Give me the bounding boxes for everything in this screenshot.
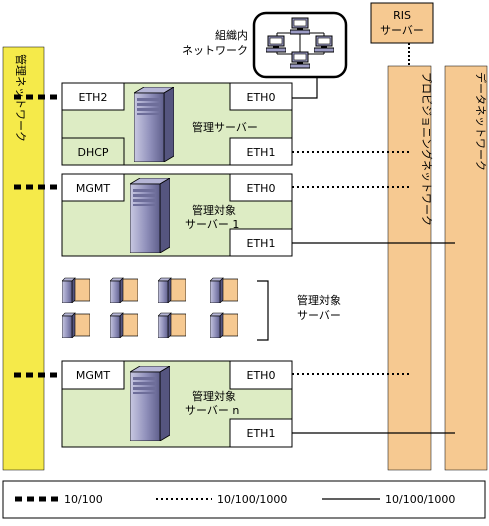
managed-n-mgmt-label: MGMT — [76, 369, 111, 382]
managed-group-label-line2: サーバー — [297, 309, 341, 322]
mgmt-eth0-label: ETH0 — [247, 91, 276, 104]
managed-n-label-line1: 管理対象 — [192, 389, 236, 403]
managed-n-tower-icon — [130, 366, 170, 441]
mgmt-eth1-label: ETH1 — [247, 146, 276, 159]
mgmt-eth2-label: ETH2 — [79, 91, 108, 104]
management-network-bar — [2, 46, 45, 471]
mgmt-eth1-port — [229, 137, 293, 166]
internal-to-eth0-link — [292, 77, 318, 99]
mgmt-server-tower-icon — [134, 87, 174, 162]
managed-n-eth0-label: ETH0 — [247, 369, 276, 382]
mgmt-dhcp-box — [61, 137, 125, 166]
managed-1-mgmt-port — [61, 173, 125, 202]
legend-solid-label: 10/100/1000 — [385, 493, 455, 506]
provisioning-network-bar — [387, 65, 432, 471]
managed-n-eth1-port — [229, 418, 293, 448]
managed-servers-bracket — [257, 280, 269, 341]
managed-n-label-line2: サーバー n — [185, 404, 239, 417]
managed-group-label-line1: 管理対象 — [297, 293, 341, 307]
managed-servers-group-icons — [62, 277, 238, 338]
internal-network-line1: 組織内 — [215, 28, 248, 42]
managed-1-eth1-port — [229, 228, 293, 257]
ris-server-line2: サーバー — [380, 24, 424, 37]
legend-thick-dashed-label: 10/100 — [64, 493, 103, 506]
ris-server-line1: RIS — [393, 9, 411, 22]
internal-network-line2: ネットワーク — [182, 44, 248, 57]
managed-n-mgmt-port — [61, 360, 125, 390]
legend-box — [2, 480, 486, 519]
mgmt-eth0-port — [229, 82, 293, 111]
managed-1-mgmt-label: MGMT — [76, 182, 111, 195]
managed-1-label-line2: サーバー 1 — [185, 218, 239, 231]
ris-server-box — [370, 2, 434, 44]
mgmt-dhcp-label: DHCP — [77, 146, 108, 159]
managed-n-eth0-port — [229, 360, 293, 390]
managed-1-eth0-port — [229, 173, 293, 202]
provisioning-network-label: プロビジョニングネットワーク — [420, 72, 434, 226]
data-network-label: データネットワーク — [474, 72, 488, 171]
data-network-bar — [444, 65, 488, 471]
legend-dotted-label: 10/100/1000 — [217, 493, 287, 506]
managed-1-eth1-label: ETH1 — [247, 237, 276, 250]
mgmt-server-label: 管理サーバー — [192, 120, 258, 134]
managed-n-eth1-label: ETH1 — [247, 427, 276, 440]
managed-1-tower-icon — [130, 178, 170, 253]
mgmt-eth2-port — [61, 82, 125, 111]
managed-1-label-line1: 管理対象 — [192, 203, 236, 217]
managed-1-eth0-label: ETH0 — [247, 182, 276, 195]
